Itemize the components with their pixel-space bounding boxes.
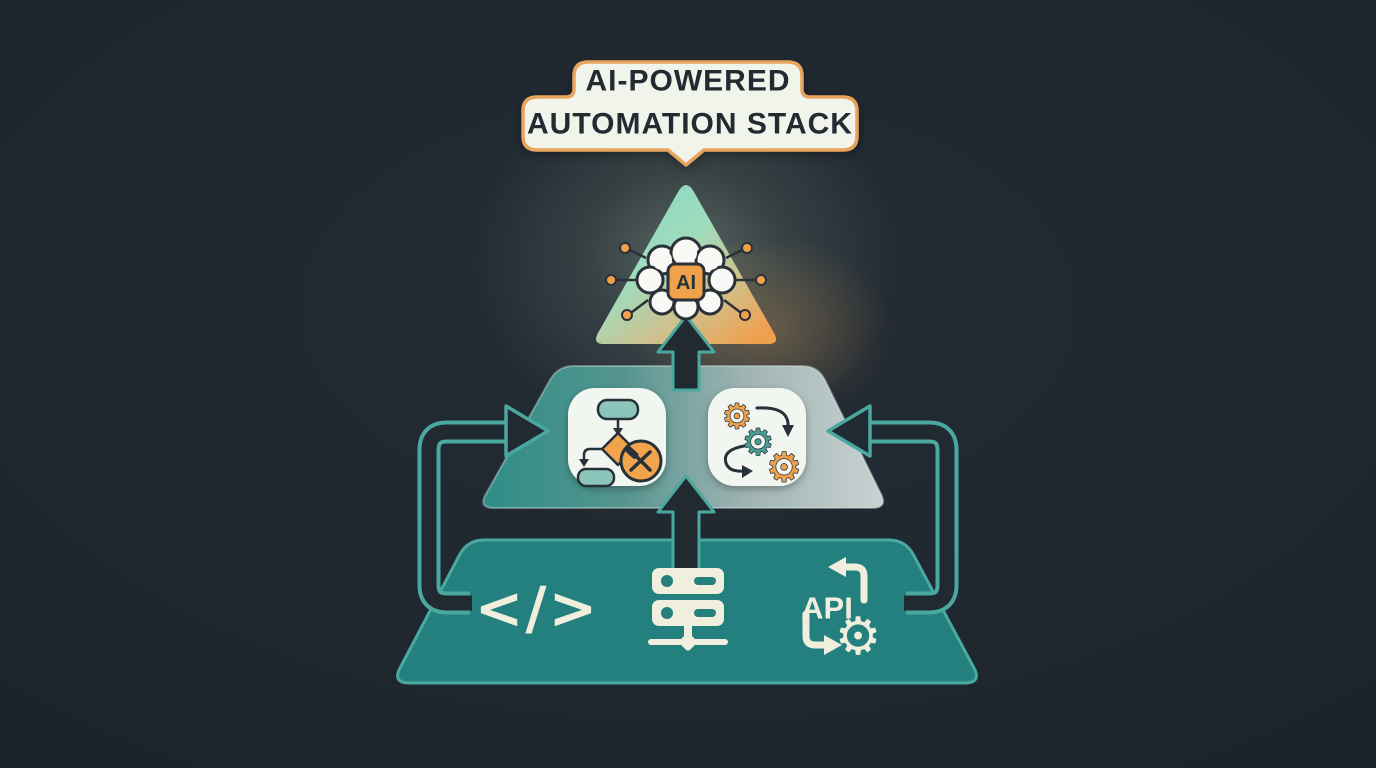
- code-icon: </>: [475, 574, 599, 642]
- title-banner: AI-POWERED AUTOMATION STACK: [521, 60, 859, 167]
- left-loop-arrow: [417, 404, 550, 615]
- api-arrow-in: [828, 557, 846, 577]
- banner-title-line2: AUTOMATION STACK: [527, 108, 853, 141]
- gear-teal-center-icon: ⚙: [742, 423, 774, 464]
- brain-fill: [641, 242, 731, 315]
- server-icon: [648, 568, 728, 651]
- left-loop-arrowhead: [504, 404, 550, 458]
- api-label: API: [801, 591, 853, 626]
- banner-title-line1: AI-POWERED: [586, 65, 791, 98]
- flowchart-build-icon: [576, 398, 663, 488]
- right-loop-arrow: [826, 404, 959, 615]
- circuit-lines: [616, 248, 756, 313]
- api-gear-icon: API ⚙: [801, 557, 881, 667]
- banner-bubble: [521, 60, 859, 167]
- ai-brain-chip-icon: AI: [605, 236, 767, 321]
- gear-orange-top-icon: ⚙: [722, 397, 752, 437]
- gears-process-icon: ⚙ ⚙ ⚙: [721, 396, 803, 492]
- gear-orange-bottom-icon: ⚙: [766, 445, 802, 491]
- left-loop-line: [421, 424, 508, 611]
- api-arrow-out: [824, 635, 842, 655]
- arrow-middle-to-top: [656, 314, 716, 392]
- ai-chip: [666, 262, 706, 302]
- right-loop-arrowhead: [826, 404, 872, 458]
- api-gear-glyph: ⚙: [835, 607, 882, 667]
- right-loop-line: [868, 424, 955, 611]
- circuit-nodes: [605, 242, 767, 321]
- ai-chip-label: AI: [676, 272, 696, 294]
